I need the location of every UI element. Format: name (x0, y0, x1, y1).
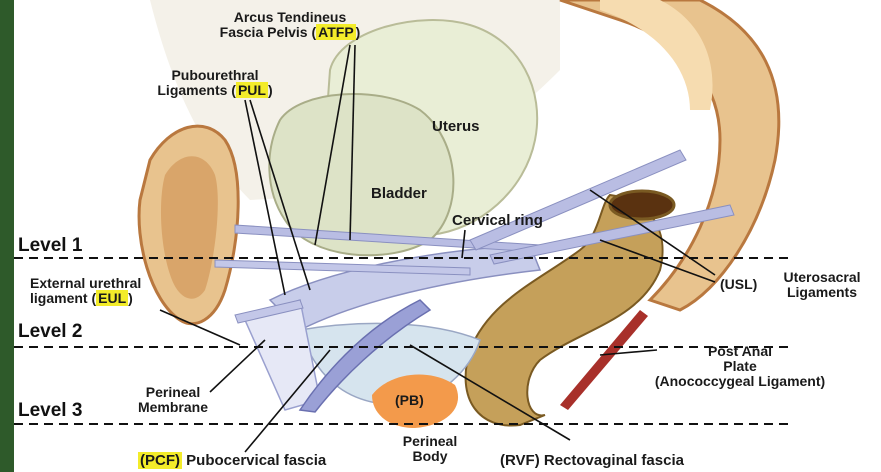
cervical-ring-label: Cervical ring (452, 213, 543, 228)
atfp-line2: Fascia Pelvis (ATFP) (190, 25, 390, 40)
eul-suffix: ) (128, 290, 133, 306)
left-edge-background (0, 0, 14, 472)
level-1-label: Level 1 (18, 236, 82, 256)
pap-line3: (Anococcygeal Ligament) (610, 374, 870, 389)
eul-label: External urethral ligament (EUL) (30, 276, 141, 306)
atfp-label: Arcus Tendineus Fascia Pelvis (ATFP) (190, 10, 390, 40)
atfp-abbr: ATFP (316, 24, 356, 40)
eul-line1: External urethral (30, 276, 141, 291)
pul-suffix: ) (268, 82, 273, 98)
rvf-label: (RVF) Rectovaginal fascia (500, 453, 684, 468)
level-2-label: Level 2 (18, 322, 82, 342)
post-anal-plate-label: Post Anal Plate (Anococcygeal Ligament) (610, 344, 870, 389)
pcf-text: Pubocervical fascia (182, 452, 326, 469)
usl-label: Uterosacral Ligaments (772, 270, 872, 300)
atfp-prefix: Fascia Pelvis ( (220, 24, 317, 40)
pul-label: Pubourethral Ligaments (PUL) (120, 68, 310, 98)
pul-line2: Ligaments (PUL) (120, 83, 310, 98)
pap-line1: Post Anal (610, 344, 870, 359)
pm-line1: Perineal (118, 385, 228, 400)
atfp-suffix: ) (356, 24, 361, 40)
usl-abbr-label: (USL) (720, 277, 757, 292)
eul-prefix: ligament ( (30, 290, 96, 306)
pcf-abbr: (PCF) (138, 452, 182, 469)
perineal-membrane-label: Perineal Membrane (118, 385, 228, 415)
pul-abbr: PUL (236, 82, 268, 98)
perineal-body-line1: Perineal (395, 434, 465, 449)
eul-abbr: EUL (96, 290, 128, 306)
perineal-body-line2: Body (395, 449, 465, 464)
bladder-label: Bladder (371, 186, 427, 201)
atfp-line1: Arcus Tendineus (190, 10, 390, 25)
pap-line2: Plate (610, 359, 870, 374)
eul-line2: ligament (EUL) (30, 291, 141, 306)
usl-line2: Ligaments (772, 285, 872, 300)
pul-prefix: Ligaments ( (157, 82, 236, 98)
uterus-label: Uterus (432, 119, 480, 134)
rectum-lumen (610, 191, 674, 219)
level-3-label: Level 3 (18, 401, 82, 421)
usl-line1: Uterosacral (772, 270, 872, 285)
pcf-label: (PCF) Pubocervical fascia (138, 453, 326, 468)
pm-line2: Membrane (118, 400, 228, 415)
pb-label: (PB) (395, 393, 424, 408)
pul-line1: Pubourethral (120, 68, 310, 83)
perineal-body-label: Perineal Body (395, 434, 465, 464)
